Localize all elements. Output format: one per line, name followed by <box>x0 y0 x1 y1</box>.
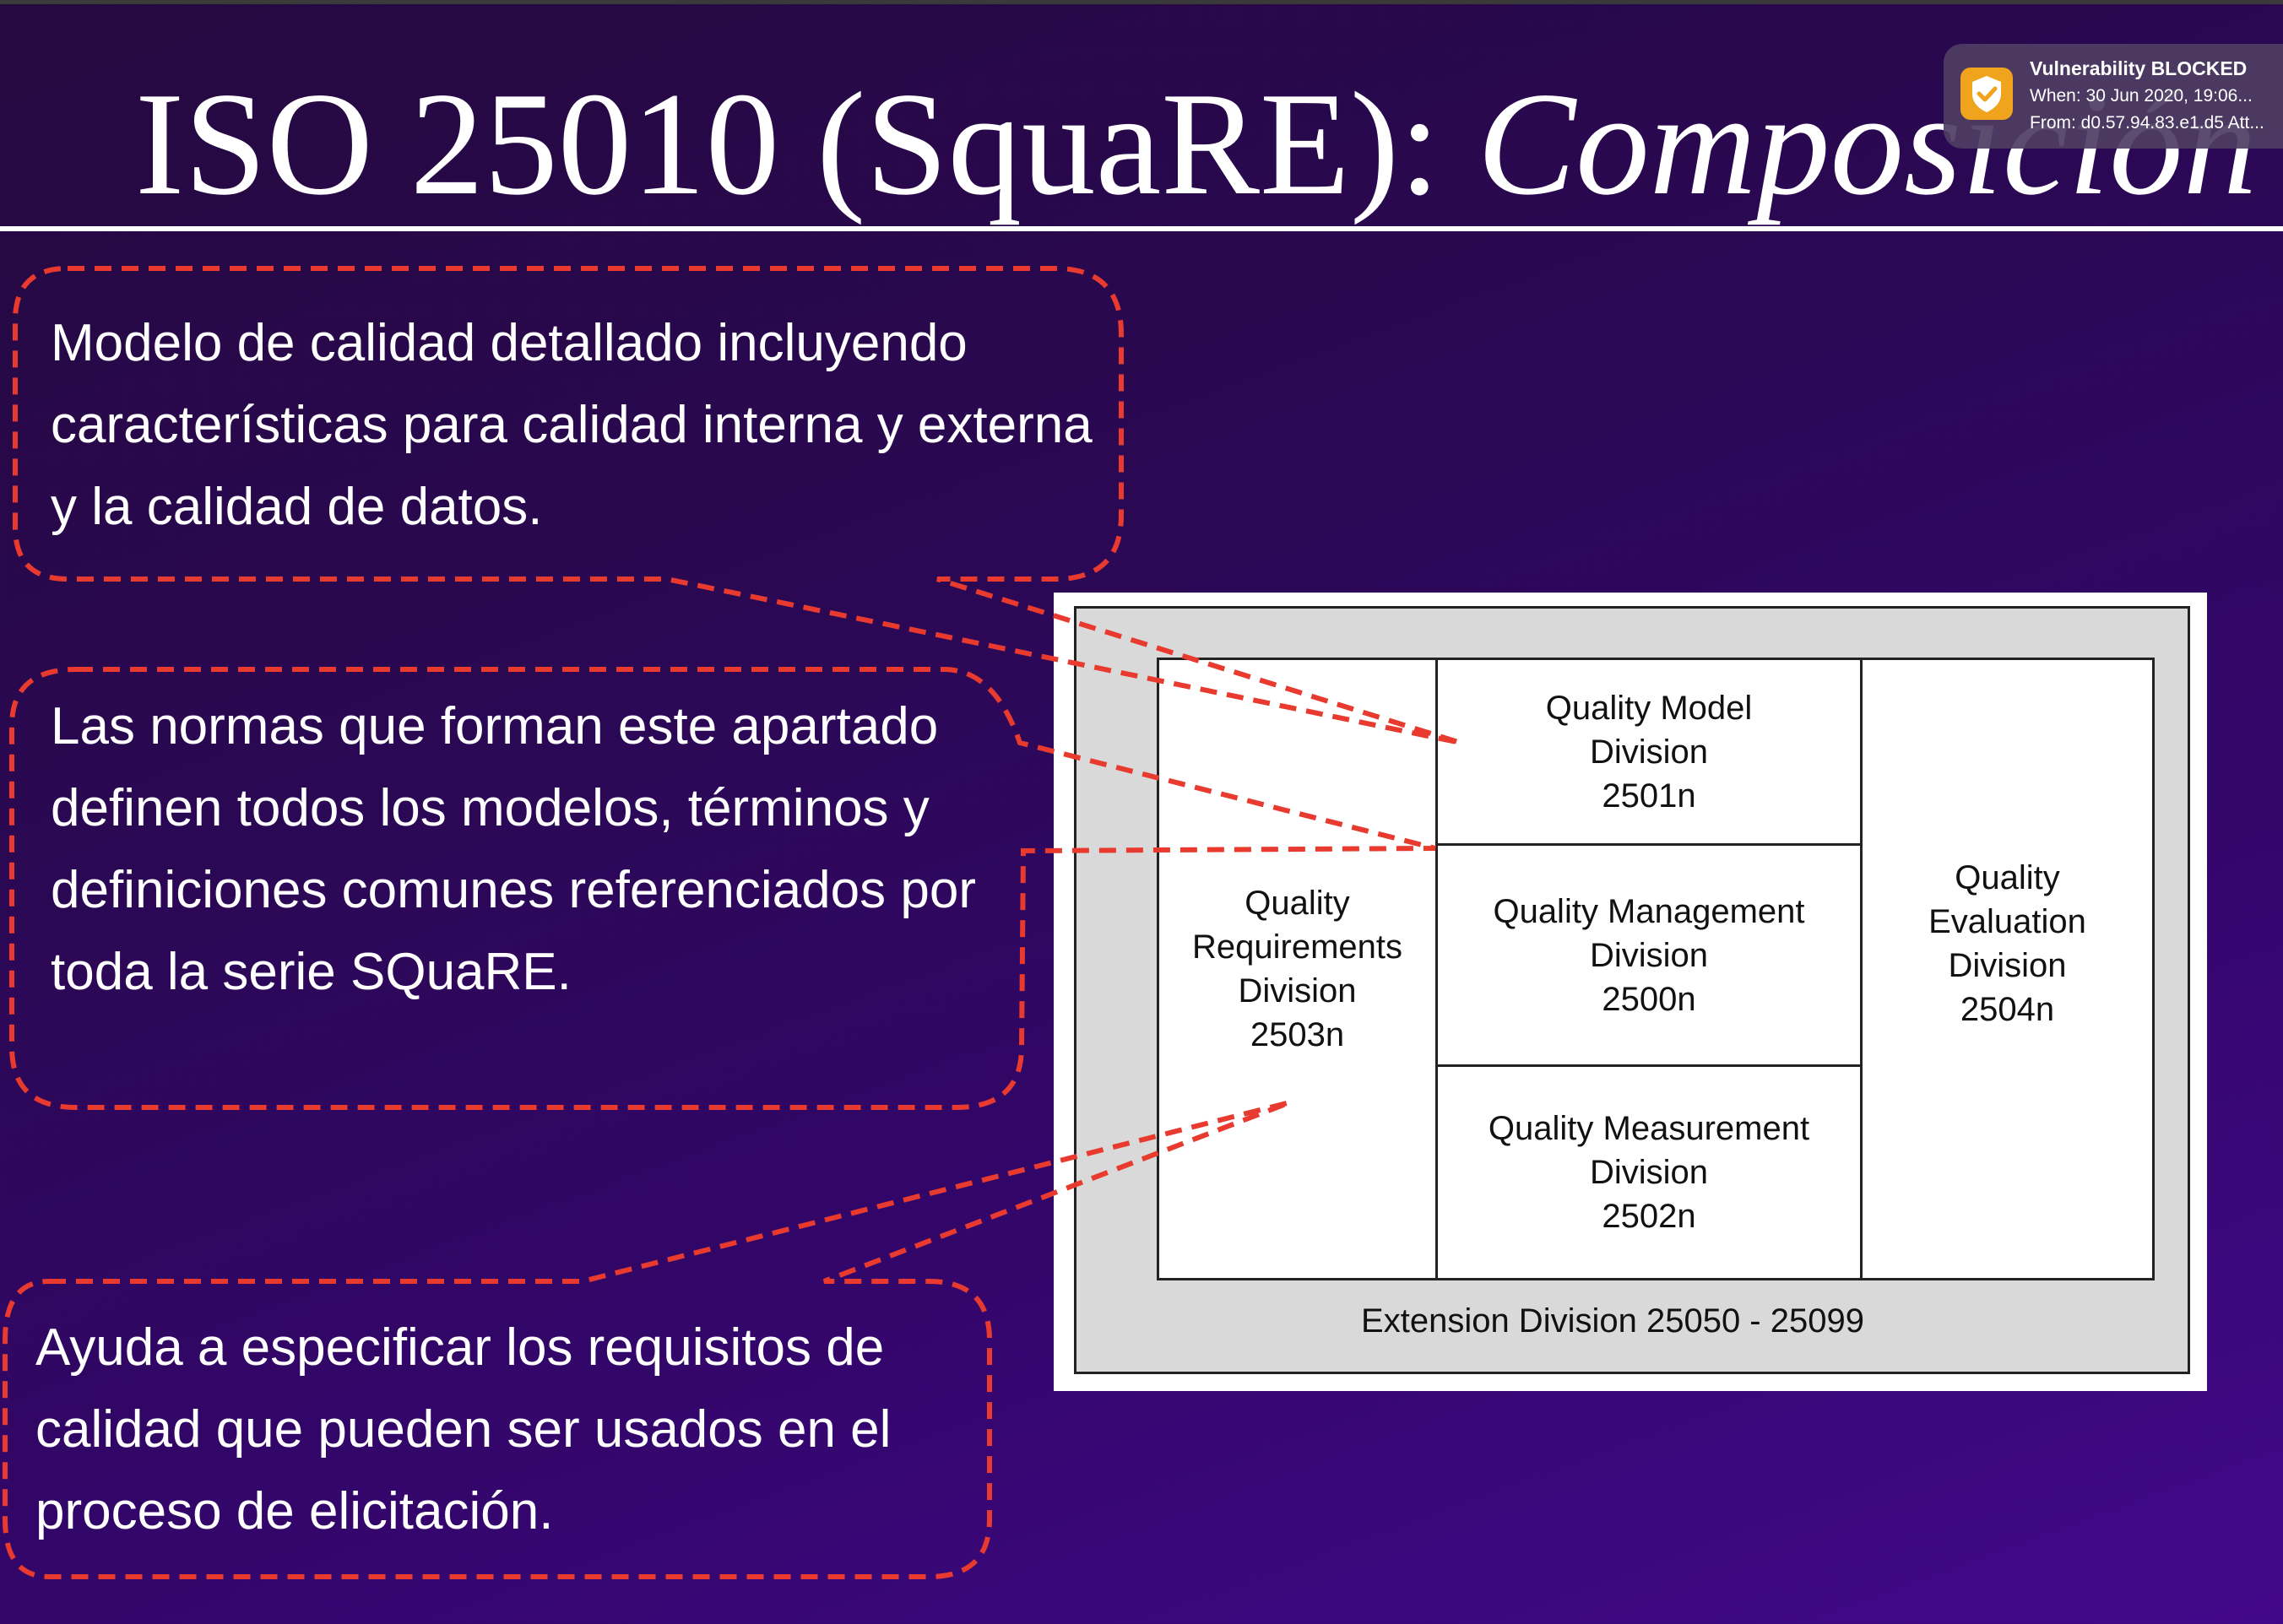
quality-measurement-division: Quality Measurement Division 2502n <box>1488 1110 1810 1235</box>
shield-check-icon <box>1960 68 2013 120</box>
callout-bubble-2 <box>9 667 1436 1110</box>
callout-management-text: Las normas que forman este apartado defi… <box>51 697 976 1001</box>
notification-when: When: 30 Jun 2020, 19:06... <box>2030 86 2253 106</box>
window-top-bar <box>0 0 2283 4</box>
title-main: ISO 25010 (SquaRE): <box>135 62 1478 225</box>
callout-quality-model-text: Modelo de calidad detallado incluyendo c… <box>51 314 1093 536</box>
callout-requirements-text: Ayuda a especificar los requisitos de ca… <box>35 1318 892 1540</box>
vulnerability-notification[interactable]: Vulnerability BLOCKED When: 30 Jun 2020,… <box>1944 44 2283 149</box>
square-diagram: Quality Requirements Division 2503n Qual… <box>1054 593 2207 1391</box>
quality-evaluation-division: Quality Evaluation Division 2504n <box>1860 660 2152 1278</box>
quality-requirements-division: Quality Requirements Division 2503n <box>1159 660 1438 1278</box>
extension-division-label: Extension Division 25050 - 25099 <box>1361 1302 1864 1340</box>
callout-bubble-3 <box>2 1100 1292 1579</box>
quality-model-division: Quality Model Division 2501n <box>1438 660 1860 846</box>
notification-title: Vulnerability BLOCKED <box>2030 57 2248 79</box>
extension-division-frame: Quality Requirements Division 2503n Qual… <box>1074 606 2190 1374</box>
divisions-grid: Quality Requirements Division 2503n Qual… <box>1157 658 2155 1280</box>
callout-bubble-1 <box>13 266 1461 745</box>
notification-from: From: d0.57.94.83.e1.d5 Att... <box>2030 113 2264 133</box>
title-underline <box>0 226 2283 231</box>
quality-management-division: Quality Management Division 2500n <box>1438 846 1860 1067</box>
